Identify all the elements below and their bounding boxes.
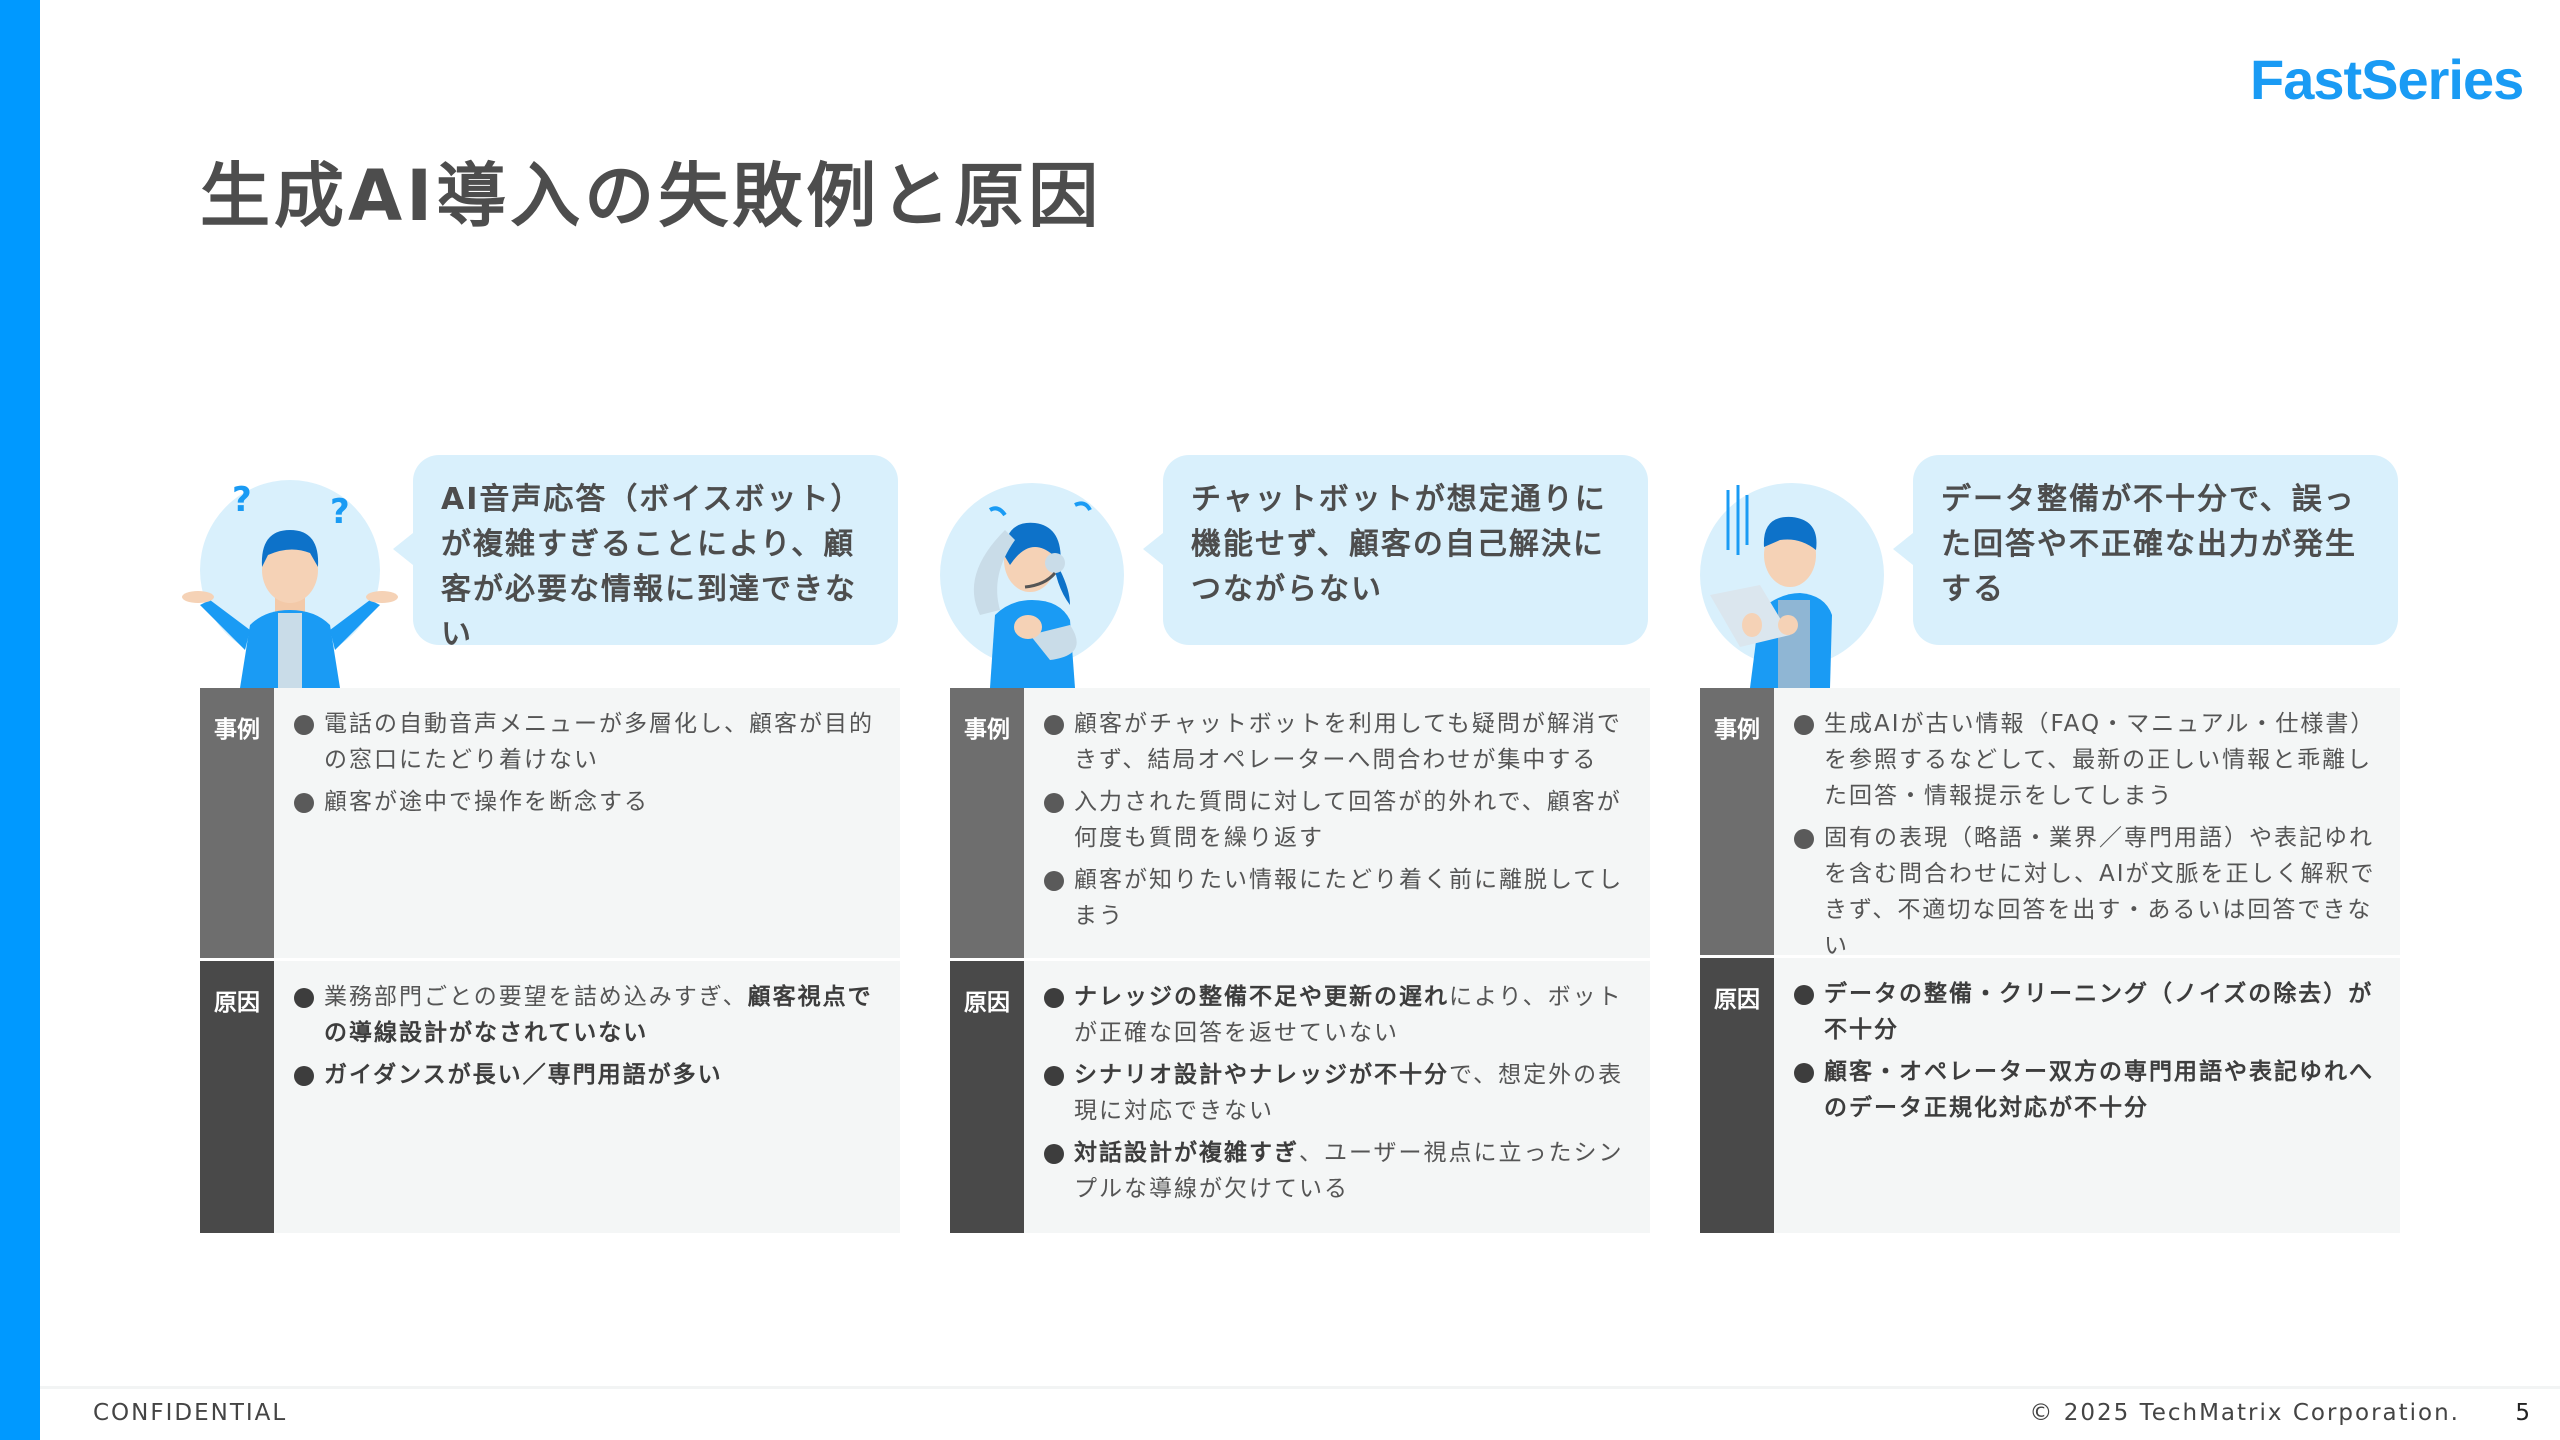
examples-row: 事例 顧客がチャットボットを利用しても疑問が解消できず、結局オペレーターへ問合わ… [950, 688, 1650, 958]
page-title: 生成AI導入の失敗例と原因 [200, 155, 1103, 237]
list-item: 生成AIが古い情報（FAQ・マニュアル・仕様書）を参照するなどして、最新の正しい… [1794, 706, 2386, 814]
bullet-icon [1044, 1144, 1064, 1164]
item-text: により、ボットが正確な回答を返せていない [1074, 984, 1623, 1046]
causes-row: 原因 業務部門ごとの要望を詰め込みすぎ、顧客視点での導線設計がなされていないガイ… [200, 961, 900, 1233]
list-item: 電話の自動音声メニューが多層化し、顧客が目的の窓口にたどり着けない [294, 706, 886, 778]
list-item: データの整備・クリーニング（ノイズの除去）が不十分 [1794, 976, 2386, 1048]
examples-label: 事例 [1700, 688, 1774, 955]
list-item: ガイダンスが長い／専門用語が多い [294, 1057, 886, 1093]
causes-row: 原因 ナレッジの整備不足や更新の遅れにより、ボットが正確な回答を返せていないシナ… [950, 961, 1650, 1233]
causes-list: ナレッジの整備不足や更新の遅れにより、ボットが正確な回答を返せていないシナリオ設… [1024, 961, 1650, 1233]
list-item: 対話設計が複雑すぎ、ユーザー視点に立ったシンプルな導線が欠けている [1044, 1135, 1636, 1207]
person-illustration-icon: ?? [170, 475, 410, 688]
item-text: 生成AIが古い情報（FAQ・マニュアル・仕様書）を参照するなどして、最新の正しい… [1824, 711, 2376, 809]
emphasized-text: ナレッジの整備不足や更新の遅れ [1074, 984, 1449, 1010]
list-item: 業務部門ごとの要望を詰め込みすぎ、顧客視点での導線設計がなされていない [294, 979, 886, 1051]
causes-label: 原因 [950, 961, 1024, 1233]
item-text: 、ユーザー視点に立ったシンプルな導線が欠けている [1074, 1140, 1624, 1202]
examples-label: 事例 [200, 688, 274, 958]
speech-bubble: チャットボットが想定通りに機能せず、顧客の自己解決につながらない [1143, 455, 1648, 645]
item-text: 固有の表現（略語・業界／専門用語）や表記ゆれを含む問合わせに対し、AIが文脈を正… [1824, 825, 2376, 959]
list-item: 固有の表現（略語・業界／専門用語）や表記ゆれを含む問合わせに対し、AIが文脈を正… [1794, 820, 2386, 964]
page-number: 5 [2515, 1400, 2530, 1426]
causes-label: 原因 [200, 961, 274, 1233]
bullet-icon [1044, 1066, 1064, 1086]
case-table: 事例 電話の自動音声メニューが多層化し、顧客が目的の窓口にたどり着けない顧客が途… [200, 688, 900, 1233]
item-text: 入力された質問に対して回答が的外れで、顧客が何度も質問を繰り返す [1074, 789, 1622, 851]
list-item: 顧客が途中で操作を断念する [294, 784, 886, 820]
speech-bubble: データ整備が不十分で、誤った回答や不正確な出力が発生する [1893, 455, 2398, 645]
bullet-icon [294, 793, 314, 813]
bullet-icon [1794, 829, 1814, 849]
causes-row: 原因 データの整備・クリーニング（ノイズの除去）が不十分顧客・オペレーター双方の… [1700, 958, 2400, 1233]
copyright: © 2025 TechMatrix Corporation. [2029, 1400, 2460, 1426]
speech-bubble: AI音声応答（ボイスボット）が複雑すぎることにより、顧客が必要な情報に到達できな… [393, 455, 898, 652]
list-item: 顧客・オペレーター双方の専門用語や表記ゆれへのデータ正規化対応が不十分 [1794, 1054, 2386, 1126]
failure-case-chatbot: チャットボットが想定通りに機能せず、顧客の自己解決につながらない 事例 顧客がチ… [940, 455, 1650, 1233]
failure-case-voicebot: ?? AI音声応答（ボイスボット）が複雑すぎることにより、顧客が必要な情報に到達… [182, 455, 900, 1233]
emphasized-text: データの整備・クリーニング（ノイズの除去）が不十分 [1824, 981, 2374, 1043]
bullet-icon [294, 1066, 314, 1086]
examples-label: 事例 [950, 688, 1024, 958]
causes-label: 原因 [1700, 958, 1774, 1233]
examples-list: 電話の自動音声メニューが多層化し、顧客が目的の窓口にたどり着けない顧客が途中で操… [274, 688, 900, 958]
item-text: で、想定外の表現に対応できない [1074, 1062, 1624, 1124]
logo-text: FastSeries [2250, 47, 2524, 111]
item-text: 業務部門ごとの要望を詰め込みすぎ、 [324, 984, 748, 1010]
emphasized-text: 顧客・オペレーター双方の専門用語や表記ゆれへのデータ正規化対応が不十分 [1824, 1059, 2374, 1121]
accent-side-bar [0, 0, 40, 1440]
item-text: 顧客が途中で操作を断念する [324, 789, 649, 815]
item-text: 顧客がチャットボットを利用しても疑問が解消できず、結局オペレーターへ問合わせが集… [1074, 711, 1622, 773]
emphasized-text: 対話設計が複雑すぎ [1074, 1140, 1299, 1166]
bullet-icon [1044, 793, 1064, 813]
bullet-icon [1794, 1063, 1814, 1083]
person-illustration-icon [1670, 475, 1910, 688]
list-item: シナリオ設計やナレッジが不十分で、想定外の表現に対応できない [1044, 1057, 1636, 1129]
examples-row: 事例 生成AIが古い情報（FAQ・マニュアル・仕様書）を参照するなどして、最新の… [1700, 688, 2400, 959]
examples-list: 生成AIが古い情報（FAQ・マニュアル・仕様書）を参照するなどして、最新の正しい… [1774, 688, 2400, 959]
fastseries-logo: FastSeries [2250, 46, 2524, 112]
item-text: 電話の自動音声メニューが多層化し、顧客が目的の窓口にたどり着けない [324, 711, 874, 773]
svg-text:?: ? [330, 492, 350, 532]
list-item: 顧客が知りたい情報にたどり着く前に離脱してしまう [1044, 862, 1636, 934]
case-table: 事例 顧客がチャットボットを利用しても疑問が解消できず、結局オペレーターへ問合わ… [950, 688, 1650, 1233]
causes-list: 業務部門ごとの要望を詰め込みすぎ、顧客視点での導線設計がなされていないガイダンス… [274, 961, 900, 1233]
bullet-icon [1794, 715, 1814, 735]
bullet-icon [1044, 715, 1064, 735]
confidential-label: CONFIDENTIAL [93, 1400, 288, 1426]
item-text: 顧客が知りたい情報にたどり着く前に離脱してしまう [1074, 867, 1624, 929]
footer-divider [40, 1386, 2560, 1389]
list-item: 入力された質問に対して回答が的外れで、顧客が何度も質問を繰り返す [1044, 784, 1636, 856]
list-item: 顧客がチャットボットを利用しても疑問が解消できず、結局オペレーターへ問合わせが集… [1044, 706, 1636, 778]
examples-row: 事例 電話の自動音声メニューが多層化し、顧客が目的の窓口にたどり着けない顧客が途… [200, 688, 900, 958]
bullet-icon [1794, 985, 1814, 1005]
examples-list: 顧客がチャットボットを利用しても疑問が解消できず、結局オペレーターへ問合わせが集… [1024, 688, 1650, 958]
emphasized-text: シナリオ設計やナレッジが不十分 [1074, 1062, 1449, 1088]
person-illustration-icon [920, 475, 1160, 688]
failure-case-data-quality: データ整備が不十分で、誤った回答や不正確な出力が発生する 事例 生成AIが古い情… [1700, 455, 2400, 1233]
case-table: 事例 生成AIが古い情報（FAQ・マニュアル・仕様書）を参照するなどして、最新の… [1700, 688, 2400, 1233]
bullet-icon [1044, 871, 1064, 891]
svg-text:?: ? [232, 480, 252, 520]
emphasized-text: 顧客視点での導線設計がなされていない [324, 984, 873, 1046]
bullet-icon [294, 715, 314, 735]
emphasized-text: ガイダンスが長い／専門用語が多い [324, 1062, 723, 1088]
causes-list: データの整備・クリーニング（ノイズの除去）が不十分顧客・オペレーター双方の専門用… [1774, 958, 2400, 1233]
bullet-icon [1044, 988, 1064, 1008]
bullet-icon [294, 988, 314, 1008]
list-item: ナレッジの整備不足や更新の遅れにより、ボットが正確な回答を返せていない [1044, 979, 1636, 1051]
